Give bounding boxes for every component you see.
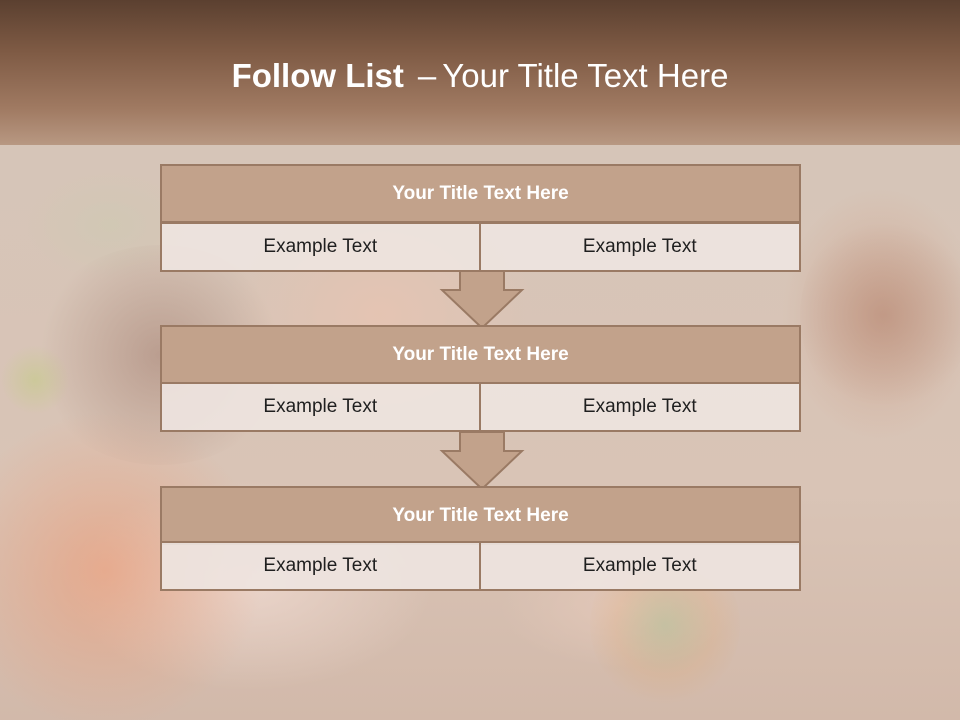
block-heading: Your Title Text Here — [160, 325, 801, 384]
block-heading: Your Title Text Here — [160, 164, 801, 223]
block-row: Example Text Example Text — [160, 382, 801, 432]
title-bold: Follow List — [231, 57, 404, 94]
block-cell-right: Example Text — [480, 541, 801, 591]
title-separator: – — [417, 57, 437, 94]
block-row: Example Text Example Text — [160, 541, 801, 591]
block-cell-right: Example Text — [480, 382, 801, 432]
block-cell-left: Example Text — [160, 382, 481, 432]
block-heading: Your Title Text Here — [160, 486, 801, 545]
slide-title: Follow List–Your Title Text Here — [0, 56, 960, 96]
photo-green-blur — [0, 345, 70, 415]
block-cell-left: Example Text — [160, 222, 481, 272]
down-arrow-icon — [439, 270, 525, 330]
down-arrow-icon — [439, 431, 525, 491]
photo-face-blur — [800, 215, 960, 415]
block-cell-left: Example Text — [160, 541, 481, 591]
block-cell-right: Example Text — [480, 222, 801, 272]
title-bar: Follow List–Your Title Text Here — [0, 0, 960, 145]
title-rest: Your Title Text Here — [442, 57, 729, 94]
block-row: Example Text Example Text — [160, 222, 801, 272]
